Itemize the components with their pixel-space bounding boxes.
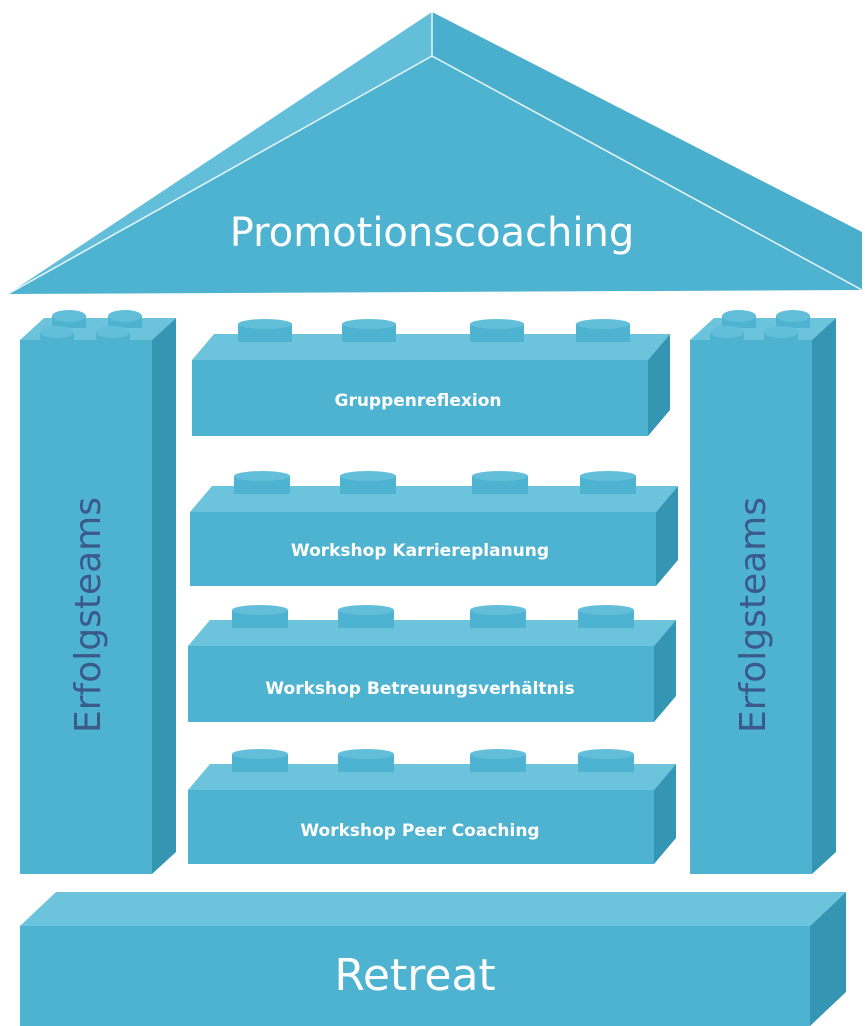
stud (722, 310, 756, 328)
pillar-left: Erfolgsteams (20, 310, 176, 874)
stud (576, 319, 630, 342)
foundation: Retreat (20, 892, 846, 1026)
brick-top (188, 764, 676, 790)
pillar-left-front (20, 340, 152, 874)
brick-label: Workshop Peer Coaching (300, 821, 539, 841)
brick-side (654, 764, 676, 864)
brick-studs (232, 749, 634, 772)
stud (108, 310, 142, 328)
pillar-right-studs (710, 310, 810, 344)
brick-front (190, 512, 656, 586)
stud (578, 605, 634, 628)
brick-workshop-betreuungsverhaeltnis: Workshop Betreuungsverhältnis (188, 605, 676, 722)
stud (776, 310, 810, 328)
brick-side (654, 620, 676, 722)
brick-side (656, 486, 678, 586)
roof-right-face (432, 12, 862, 290)
stud (578, 749, 634, 772)
stud (96, 326, 130, 344)
brick-label: Workshop Karriereplanung (291, 541, 549, 561)
stud (52, 310, 86, 328)
stud (338, 749, 394, 772)
foundation-front (20, 926, 810, 1026)
stud (40, 326, 74, 344)
brick-top (190, 486, 678, 512)
brick-studs (238, 319, 630, 342)
brick-workshop-karriereplanung: Workshop Karriereplanung (190, 471, 678, 586)
stud (710, 326, 744, 344)
pillar-right-side (812, 318, 836, 874)
brick-top (188, 620, 676, 646)
roof-label: Promotionscoaching (230, 210, 635, 256)
stud (580, 471, 636, 494)
stud (342, 319, 396, 342)
brick-label: Workshop Betreuungsverhältnis (265, 679, 574, 699)
stud (340, 471, 396, 494)
roof-ridge-left (7, 55, 433, 295)
brick-front (188, 646, 654, 722)
stud (238, 319, 292, 342)
pillar-left-side (152, 318, 176, 874)
brick-front (192, 360, 648, 436)
pillar-left-studs (40, 310, 142, 344)
stud (470, 749, 526, 772)
brick-label: Gruppenreflexion (334, 391, 501, 411)
stud (232, 749, 288, 772)
pillar-right-label: Erfolgsteams (733, 497, 774, 733)
brick-studs (234, 471, 636, 494)
stud (232, 605, 288, 628)
stud (470, 319, 524, 342)
brick-studs (232, 605, 634, 628)
foundation-top (20, 892, 846, 926)
pillar-right: Erfolgsteams (690, 310, 836, 874)
roof: Promotionscoaching (7, 12, 863, 295)
brick-front (188, 790, 654, 864)
foundation-label: Retreat (334, 950, 495, 1001)
brick-side (648, 334, 670, 436)
brick-top (192, 334, 670, 360)
brick-gruppenreflexion: Gruppenreflexion (192, 319, 670, 436)
stud (764, 326, 798, 344)
stud (470, 605, 526, 628)
pillar-right-front (690, 340, 812, 874)
roof-left-face (8, 12, 432, 294)
stud (234, 471, 290, 494)
pillar-left-label: Erfolgsteams (68, 497, 109, 733)
roof-front-face (8, 56, 862, 294)
foundation-side (810, 892, 846, 1026)
roof-ridge-right (431, 55, 863, 291)
stud (472, 471, 528, 494)
brick-workshop-peer-coaching: Workshop Peer Coaching (188, 749, 676, 864)
stud (338, 605, 394, 628)
